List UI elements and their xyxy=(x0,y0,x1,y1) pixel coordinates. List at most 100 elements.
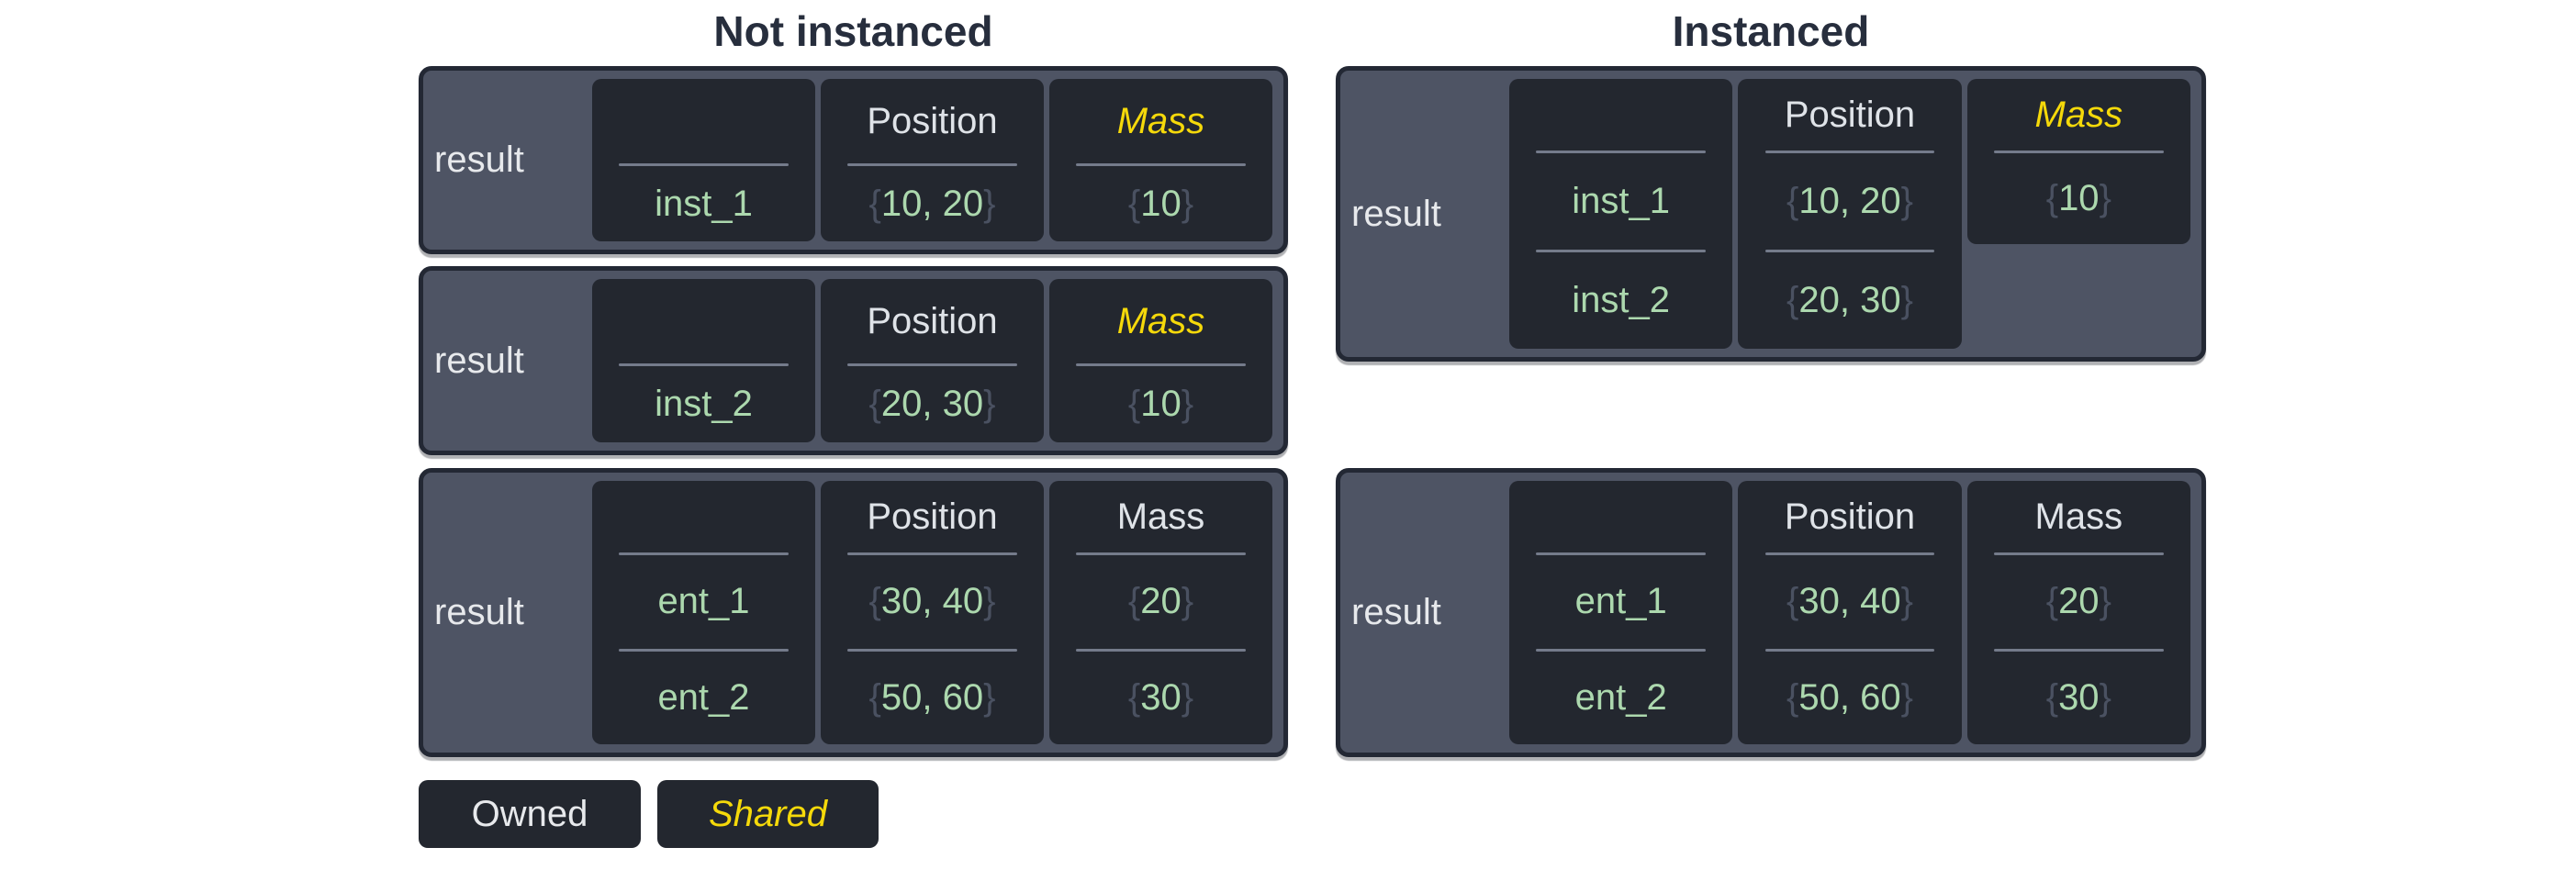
close-brace: } xyxy=(1181,676,1194,718)
close-brace: } xyxy=(1900,581,1913,622)
close-brace: } xyxy=(1181,581,1194,622)
entity-name-cell: ent_1 xyxy=(592,555,815,649)
position-value: 10, 20 xyxy=(880,183,984,224)
result-label: result xyxy=(434,139,524,180)
divider xyxy=(1536,552,1707,555)
result-label: result xyxy=(434,340,524,381)
empty-header xyxy=(592,279,815,363)
mass-header: Mass xyxy=(1116,496,1205,537)
divider xyxy=(1536,250,1707,252)
entity-name: ent_1 xyxy=(657,581,750,622)
divider xyxy=(619,648,789,652)
entity-name-column: inst_1 xyxy=(592,79,815,241)
position-value-cell: {30, 40} xyxy=(1738,555,1961,649)
divider xyxy=(1993,151,2164,153)
table-instanced-insts: result inst_1 inst_2 Position {10, 20} {… xyxy=(1336,66,2206,362)
mass-column: Mass {20} {30} xyxy=(1966,481,2190,745)
entity-name: ent_1 xyxy=(1574,581,1667,622)
empty-header xyxy=(1509,79,1732,151)
entity-name-cell: ent_2 xyxy=(592,652,815,745)
divider xyxy=(1764,151,1935,153)
entity-name-column: ent_1 ent_2 xyxy=(1509,481,1733,745)
legend-owned-label: Owned xyxy=(471,793,588,834)
divider xyxy=(847,363,1017,366)
close-brace: } xyxy=(1900,676,1913,718)
divider xyxy=(1076,648,1246,652)
open-brace: { xyxy=(1786,280,1799,320)
position-value: 30, 40 xyxy=(880,581,984,622)
close-brace: } xyxy=(1900,280,1913,320)
entity-name-column: ent_1 ent_2 xyxy=(592,481,815,744)
mass-value: 10 xyxy=(2058,178,2100,218)
mass-column: Mass {10} xyxy=(1049,79,1272,241)
entity-name-column: inst_1 inst_2 xyxy=(1509,79,1733,349)
close-brace: } xyxy=(983,384,996,424)
open-brace: { xyxy=(1786,181,1799,221)
position-value: 50, 60 xyxy=(1798,676,1901,718)
open-brace: { xyxy=(868,581,881,622)
position-value-cell: {50, 60} xyxy=(1738,652,1961,745)
divider xyxy=(1536,648,1707,652)
position-value-cell: {30, 40} xyxy=(821,555,1044,649)
entity-name-cell: inst_1 xyxy=(1509,153,1732,250)
mass-column: Mass {20} {30} xyxy=(1049,481,1272,744)
position-header: Position xyxy=(1784,496,1916,537)
mass-column-shared-single: Mass {10} xyxy=(1966,79,2190,244)
empty-header xyxy=(592,481,815,552)
entity-name-cell: inst_2 xyxy=(592,366,815,442)
position-value: 20, 30 xyxy=(1798,280,1901,320)
position-header: Position xyxy=(867,100,998,141)
position-column: Position {10, 20} xyxy=(821,79,1044,241)
mass-value-cell: {20} xyxy=(1967,555,2190,649)
close-brace: } xyxy=(983,676,996,718)
position-value-cell: {10, 20} xyxy=(1738,153,1961,250)
mass-value-cell: {10} xyxy=(1049,366,1272,442)
mass-header-shared: Mass xyxy=(1116,300,1205,341)
entity-name: inst_2 xyxy=(1572,280,1671,320)
position-column: Position {10, 20} {20, 30} xyxy=(1738,79,1962,349)
mass-value-cell: {10} xyxy=(1967,153,2190,244)
mass-value-cell: {30} xyxy=(1967,652,2190,745)
legend-shared-label: Shared xyxy=(709,793,827,834)
divider xyxy=(1536,151,1707,153)
entity-name: inst_2 xyxy=(655,384,753,424)
divider xyxy=(619,163,789,166)
close-brace: } xyxy=(2099,178,2111,218)
legend-shared-chip: Shared xyxy=(657,780,879,848)
open-brace: { xyxy=(1127,183,1141,224)
open-brace: { xyxy=(868,384,881,424)
divider xyxy=(847,552,1017,555)
mass-value-cell: {10} xyxy=(1049,166,1272,241)
divider xyxy=(1993,648,2164,652)
table-instanced-entities: result ent_1 ent_2 Position {30, 40} {50… xyxy=(1336,468,2206,757)
open-brace: { xyxy=(2045,676,2059,718)
divider xyxy=(1076,163,1246,166)
entity-name-column: inst_2 xyxy=(592,279,815,442)
divider xyxy=(619,552,789,555)
entity-name: inst_1 xyxy=(655,183,753,224)
position-header: Position xyxy=(1784,94,1916,135)
entity-name-cell: inst_1 xyxy=(592,166,815,241)
section-title-instanced: Instanced xyxy=(1672,7,1870,55)
position-value: 20, 30 xyxy=(880,384,984,424)
mass-value-cell: {20} xyxy=(1049,555,1272,649)
mass-column: Mass {10} xyxy=(1049,279,1272,442)
position-value-cell: {20, 30} xyxy=(821,366,1044,442)
entity-name: ent_2 xyxy=(1574,676,1667,718)
position-value: 30, 40 xyxy=(1798,581,1901,622)
mass-header: Mass xyxy=(2034,496,2123,537)
mass-value: 10 xyxy=(1140,183,1182,224)
entity-name-cell: ent_2 xyxy=(1509,652,1732,745)
legend-owned-chip: Owned xyxy=(419,780,641,848)
mass-value: 30 xyxy=(2058,676,2100,718)
table-not-instanced-inst2: result inst_2 Position {20, 30} Mass {10… xyxy=(419,266,1288,455)
open-brace: { xyxy=(1127,581,1141,622)
table-not-instanced-inst1: result inst_1 Position {10, 20} Mass {10… xyxy=(419,66,1288,254)
position-column: Position {30, 40} {50, 60} xyxy=(1738,481,1962,745)
mass-value-cell: {30} xyxy=(1049,652,1272,745)
empty-header xyxy=(1509,481,1732,552)
columns-group: inst_1 Position {10, 20} Mass {10} xyxy=(592,79,1272,241)
columns-group: ent_1 ent_2 Position {30, 40} {50, 60} M… xyxy=(1509,481,2190,744)
position-value: 10, 20 xyxy=(1798,181,1901,221)
divider xyxy=(1764,648,1935,652)
